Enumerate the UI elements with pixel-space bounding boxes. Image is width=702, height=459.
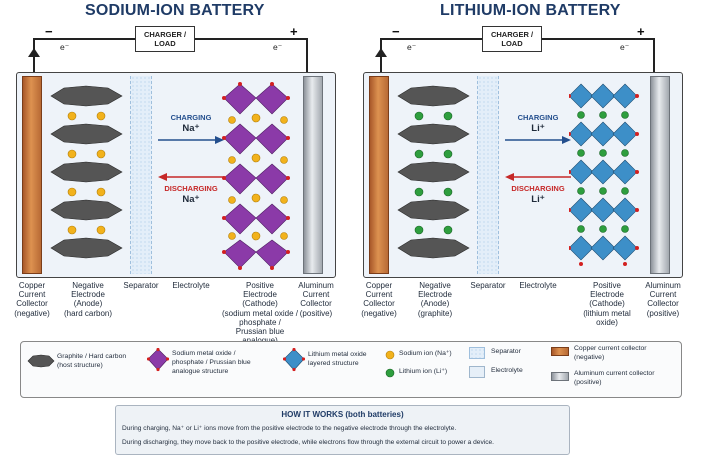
discharging-ion-label: Na⁺: [182, 194, 200, 205]
hard-carbon-anode-icon: [50, 85, 123, 259]
discharging-label: DISCHARGING: [164, 184, 218, 193]
legend-graphite-icon: [27, 354, 55, 368]
separator: [477, 76, 499, 274]
legend-separator-swatch: [469, 347, 485, 359]
copper-current-collector: [22, 76, 42, 274]
legend-lithium-oxide-icon: [283, 348, 305, 372]
lithium-battery-title: LITHIUM-ION BATTERY: [440, 2, 621, 19]
caption-electrolyte: Electrolyte: [172, 281, 210, 290]
legend-electrolyte-text: Electrolyte: [491, 367, 523, 374]
aluminum-current-collector: [650, 76, 670, 274]
how-it-works-title: HOW IT WORKS (both batteries): [281, 410, 404, 419]
wire-top-right: [542, 38, 654, 40]
legend-copper-text: Copper current collector(negative): [574, 345, 647, 361]
wire-left-vertical-upper: [33, 38, 35, 52]
legend: Graphite / Hard carbon(host structure) S…: [20, 341, 682, 398]
lithium-cathode-structure-icon: [569, 83, 639, 266]
discharging-label: DISCHARGING: [511, 184, 565, 193]
load-line-1: CHARGER /: [143, 30, 187, 39]
legend-separator-text: Separator: [491, 348, 521, 355]
electron-arrow-up-icon: [375, 48, 387, 57]
caption-separator: Separator: [470, 281, 506, 290]
lithium-battery-panel: − + e⁻ e⁻ CHARGER / LOAD: [355, 22, 700, 340]
discharging-arrow-icon: [505, 173, 571, 181]
charging-ion-label: Na⁺: [182, 123, 200, 134]
aluminum-current-collector: [303, 76, 323, 274]
load-line-2: LOAD: [154, 39, 176, 48]
charging-arrow-icon: [158, 136, 224, 144]
charging-label: CHARGING: [170, 113, 212, 122]
electron-label-right: e⁻: [273, 42, 283, 52]
legend-sodium-ion-text: Sodium ion (Na⁺): [399, 350, 452, 357]
how-it-works-line-1: During charging, Na⁺ or Li⁺ ions move fr…: [122, 425, 457, 432]
sodium-cathode-structure-icon: [222, 82, 290, 270]
wire-top-left: [380, 38, 482, 40]
charging-arrow-icon: [505, 136, 571, 144]
electron-label-right: e⁻: [620, 42, 630, 52]
caption-electrolyte: Electrolyte: [519, 281, 557, 290]
how-it-works-line-2: During discharging, they move back to th…: [122, 439, 495, 446]
caption-separator: Separator: [123, 281, 159, 290]
legend-aluminum-swatch: [551, 372, 569, 381]
legend-aluminum-text: Aluminum current collector(positive): [574, 370, 655, 386]
wire-top-right: [195, 38, 307, 40]
sodium-battery-panel: − + e⁻ e⁻ CHARGER / LOAD: [8, 22, 353, 345]
graphite-anode-icon: [397, 85, 470, 259]
legend-graphite-text: Graphite / Hard carbon(host structure): [57, 353, 127, 369]
legend-lithium-ion-text: Lithium ion (Li⁺): [399, 368, 448, 375]
negative-terminal-sign: −: [45, 24, 53, 39]
legend-sodium-oxide-icon: [147, 348, 169, 372]
how-it-works-box: HOW IT WORKS (both batteries) During cha…: [115, 405, 570, 455]
load-line-2: LOAD: [501, 39, 523, 48]
charger-load-box: CHARGER / LOAD: [482, 26, 542, 52]
electron-label-left: e⁻: [60, 42, 70, 52]
electron-arrow-up-icon: [28, 48, 40, 57]
legend-sodium-oxide-text: Sodium metal oxide /phosphate / Prussian…: [172, 350, 251, 375]
charging-label: CHARGING: [517, 113, 559, 122]
charger-load-box: CHARGER / LOAD: [135, 26, 195, 52]
discharging-ion-label: Li⁺: [531, 194, 545, 205]
copper-current-collector: [369, 76, 389, 274]
wire-left-vertical: [380, 52, 382, 74]
charging-ion-label: Li⁺: [531, 123, 545, 134]
legend-sodium-ion-icon: [385, 350, 395, 360]
wire-right-vertical: [306, 38, 308, 74]
wire-left-vertical-upper: [380, 38, 382, 52]
wire-top-left: [33, 38, 135, 40]
electron-label-left: e⁻: [407, 42, 417, 52]
legend-copper-swatch: [551, 347, 569, 356]
load-line-1: CHARGER /: [490, 30, 534, 39]
separator: [130, 76, 152, 274]
legend-lithium-ion-icon: [385, 368, 395, 378]
positive-terminal-sign: +: [637, 24, 645, 39]
wire-right-vertical: [653, 38, 655, 74]
legend-electrolyte-swatch: [469, 366, 485, 378]
positive-terminal-sign: +: [290, 24, 298, 39]
wire-left-vertical: [33, 52, 35, 74]
discharging-arrow-icon: [158, 173, 224, 181]
sodium-battery-title: SODIUM-ION BATTERY: [85, 2, 265, 19]
negative-terminal-sign: −: [392, 24, 400, 39]
